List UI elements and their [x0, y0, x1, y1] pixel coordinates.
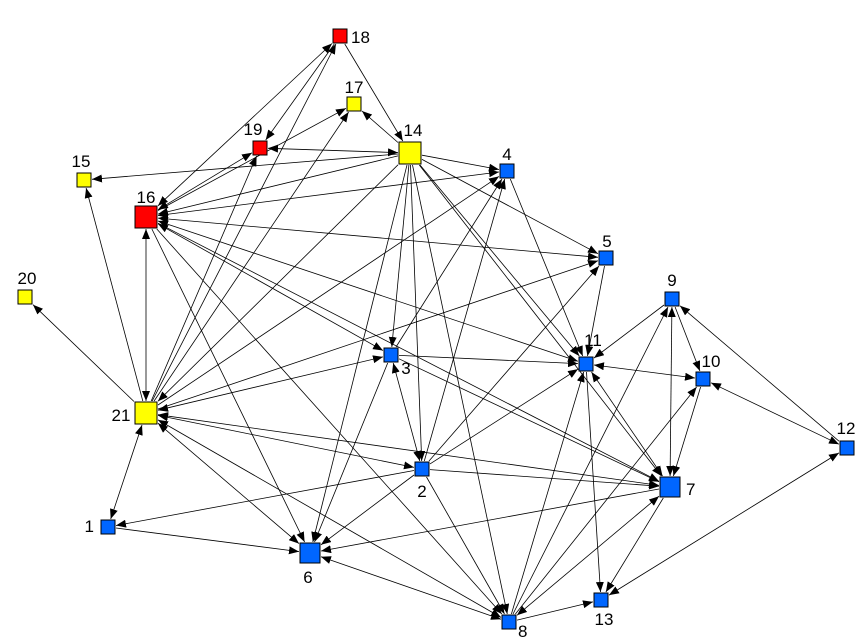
edge-9-10 [674, 306, 701, 372]
node-label-20: 20 [18, 269, 37, 288]
edge-14-16 [157, 155, 399, 216]
node-label-19: 19 [244, 120, 263, 139]
node-label-10: 10 [702, 352, 721, 371]
edge-12-13 [608, 452, 840, 596]
edge-21-5 [157, 260, 599, 410]
edge-14-8 [412, 164, 510, 615]
edge-21-19 [150, 155, 257, 402]
edge-11-13 [586, 371, 604, 593]
node-8[interactable] [501, 614, 517, 630]
edge-8-21 [157, 419, 502, 618]
node-18[interactable] [332, 28, 348, 44]
edge-7-21 [157, 412, 660, 488]
edge-9-11 [593, 304, 665, 359]
node-10[interactable] [695, 371, 711, 387]
node-4[interactable] [499, 163, 515, 179]
edge-16-5 [157, 215, 599, 261]
edge-7-13 [605, 497, 664, 593]
edge-14-11 [419, 164, 580, 357]
node-17[interactable] [346, 96, 362, 112]
node-7[interactable] [659, 476, 681, 498]
edge-12-10 [710, 382, 840, 445]
edge-8-11 [511, 371, 585, 615]
node-label-12: 12 [837, 419, 856, 438]
node-label-15: 15 [72, 152, 91, 171]
node-label-4: 4 [502, 145, 511, 164]
edge-8-9 [512, 306, 669, 615]
node-label-17: 17 [345, 78, 364, 97]
edge-16-19 [157, 152, 253, 211]
edge-14-19 [267, 144, 399, 157]
node-12[interactable] [839, 440, 855, 456]
edge-7-6 [320, 488, 660, 554]
node-15[interactable] [76, 172, 92, 188]
edge-3-21 [157, 355, 384, 412]
node-label-7: 7 [686, 480, 695, 499]
node-5[interactable] [598, 250, 614, 266]
edge-6-8 [320, 556, 502, 620]
node-label-16: 16 [137, 188, 156, 207]
edge-21-15 [84, 187, 144, 402]
node-label-2: 2 [417, 482, 426, 501]
node-21[interactable] [134, 401, 158, 425]
edge-18-19 [265, 43, 335, 141]
node-6[interactable] [299, 542, 321, 564]
node-label-8: 8 [518, 622, 527, 641]
node-19[interactable] [252, 140, 268, 156]
node-label-1: 1 [85, 517, 94, 536]
node-label-18: 18 [351, 28, 370, 47]
node-label-9: 9 [667, 271, 676, 290]
edge-2-4 [423, 178, 506, 462]
node-layer [17, 28, 855, 630]
edge-14-2 [410, 164, 426, 462]
edge-21-17 [153, 111, 349, 402]
edge-7-8 [516, 495, 660, 616]
edge-2-1 [115, 470, 415, 528]
edge-1-6 [115, 527, 300, 555]
edge-16-3 [157, 223, 384, 351]
edge-14-4 [421, 154, 500, 172]
node-label-5: 5 [602, 232, 611, 251]
edge-5-11 [585, 265, 605, 357]
edge-2-11 [429, 368, 579, 465]
edge-21-20 [32, 304, 135, 402]
node-label-3: 3 [401, 359, 410, 378]
edge-1-21 [110, 424, 143, 520]
edge-layer [32, 43, 840, 621]
edge-21-18 [151, 43, 337, 402]
node-label-11: 11 [584, 331, 602, 350]
node-3[interactable] [383, 347, 399, 363]
edge-14-17 [361, 110, 399, 143]
node-11[interactable] [578, 356, 594, 372]
node-16[interactable] [134, 205, 158, 229]
edge-9-7 [666, 306, 676, 477]
edge-3-11 [398, 355, 579, 368]
edge-21-6 [157, 422, 300, 544]
edge-2-21 [157, 413, 415, 470]
node-2[interactable] [414, 461, 430, 477]
node-label-21: 21 [112, 406, 131, 425]
node-20[interactable] [17, 289, 33, 305]
node-9[interactable] [664, 291, 680, 307]
edge-4-11 [509, 178, 584, 357]
edge-8-13 [516, 600, 594, 621]
node-1[interactable] [100, 519, 116, 535]
edge-3-7 [398, 358, 660, 483]
edge-16-7 [157, 222, 660, 482]
edge-10-11 [593, 362, 696, 381]
node-label-14: 14 [404, 121, 423, 140]
node-13[interactable] [593, 592, 609, 608]
edge-2-7 [429, 469, 660, 490]
node-label-13: 13 [595, 610, 614, 629]
node-label-6: 6 [303, 568, 312, 587]
edge-16-11 [157, 220, 579, 362]
edge-18-14 [344, 43, 404, 142]
edge-21-4 [157, 176, 500, 406]
edge-10-7 [672, 386, 701, 477]
node-14[interactable] [398, 141, 422, 165]
